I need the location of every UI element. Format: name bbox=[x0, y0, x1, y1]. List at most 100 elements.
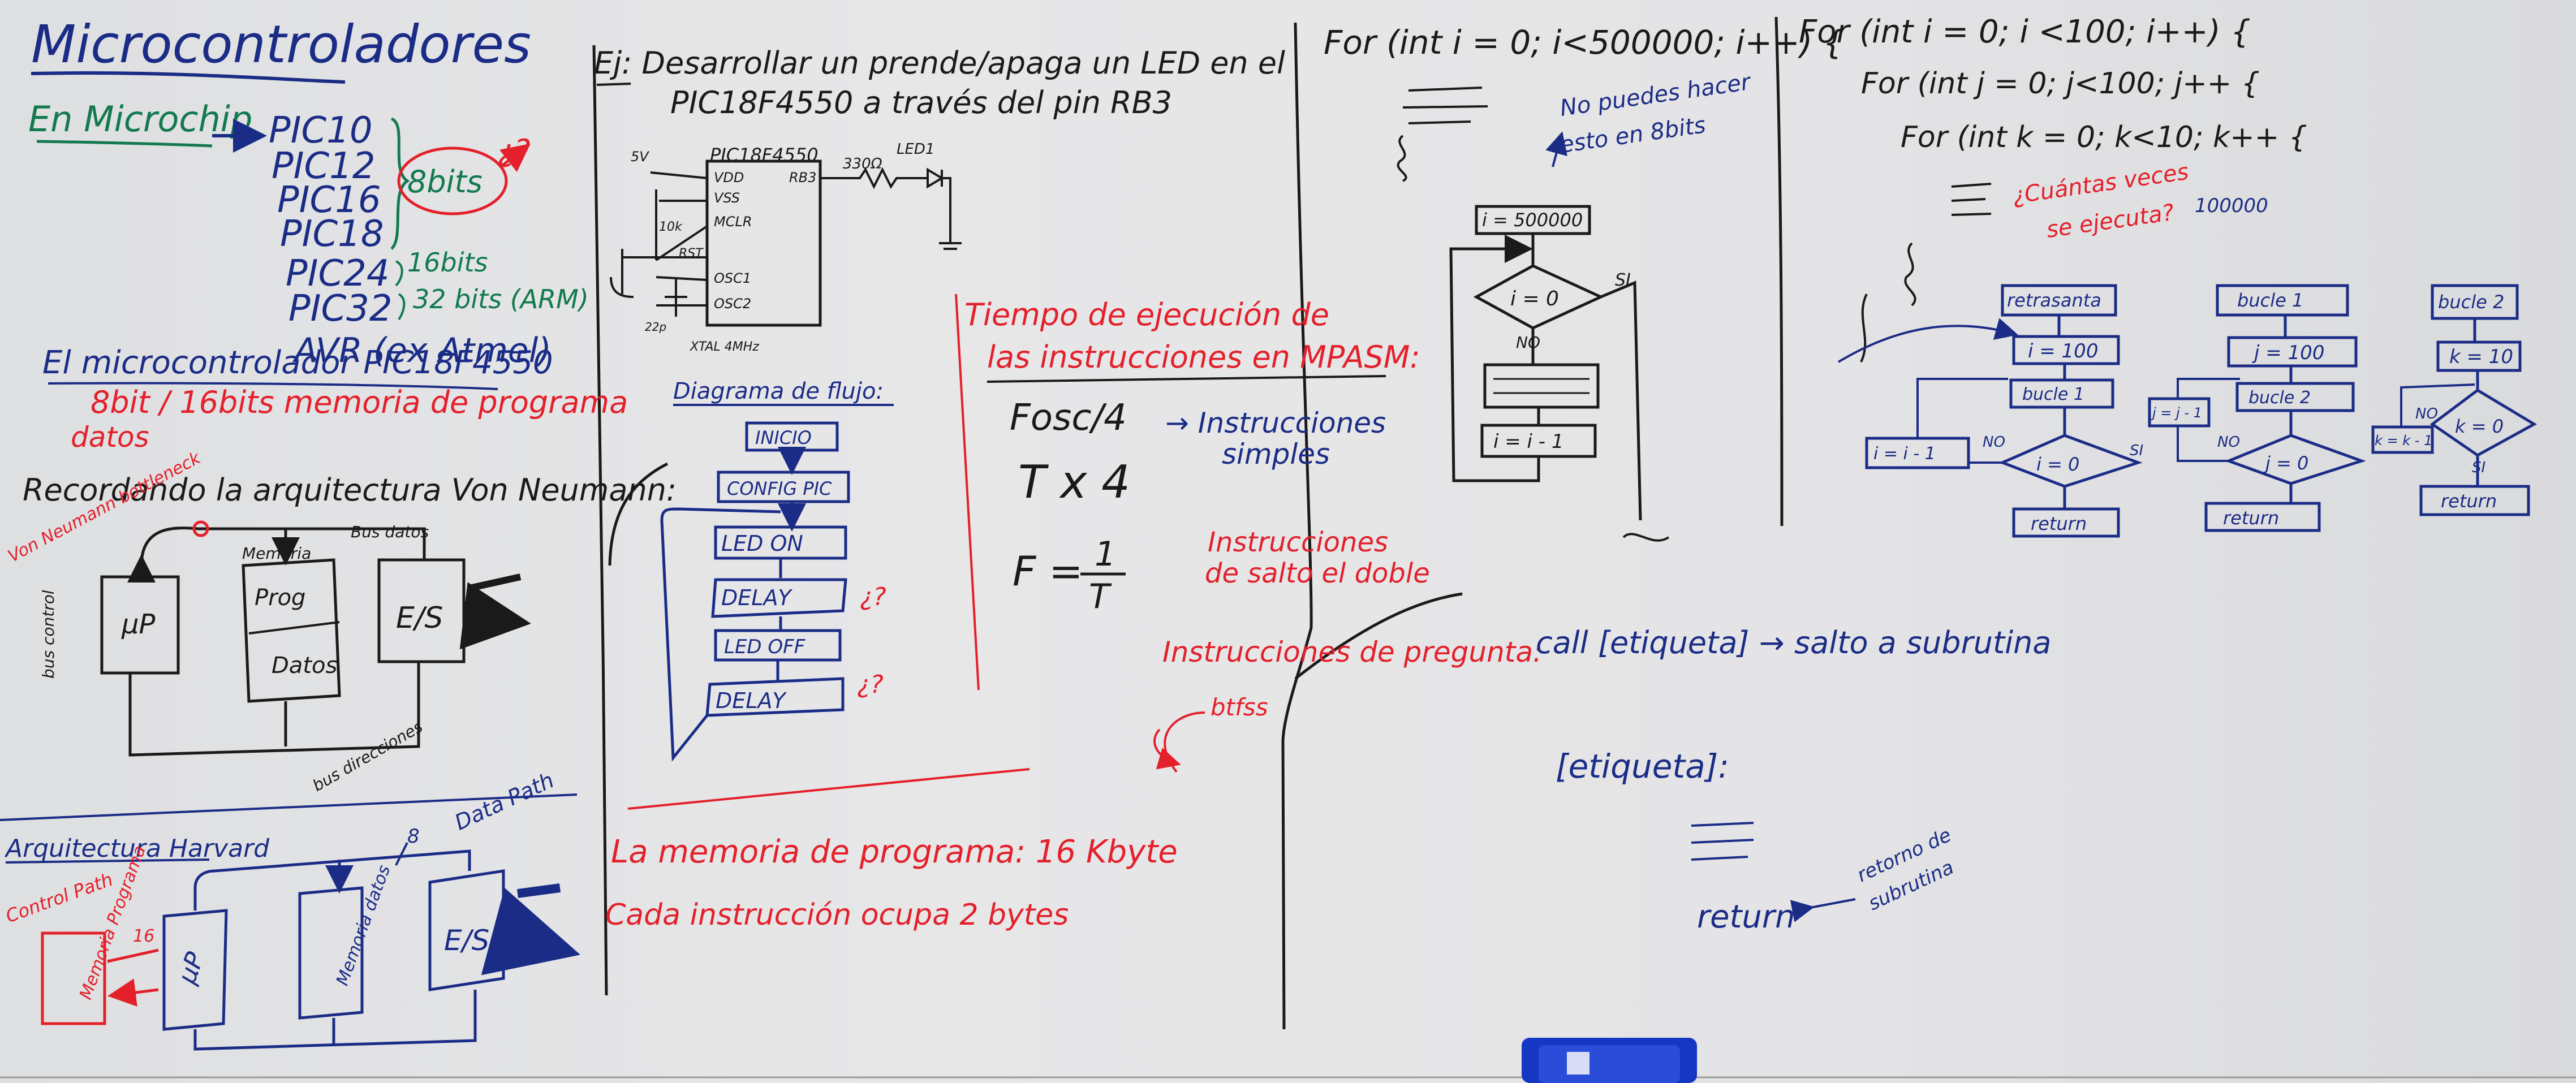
svg-text:NO: NO bbox=[2415, 405, 2438, 422]
memoria-label: Memoria bbox=[242, 544, 311, 563]
von-neumann-section: Recordando la arquitectura Von Neumann: … bbox=[5, 448, 677, 795]
pic-item: PIC12 bbox=[272, 145, 376, 187]
harvard-section: Arquitectura Harvard Control Path Memori… bbox=[0, 767, 577, 1051]
pic-item: PIC24 bbox=[286, 253, 390, 295]
svg-text:i = 100: i = 100 bbox=[2028, 340, 2098, 363]
pic-item: PIC16 bbox=[277, 179, 381, 221]
subroutine-section: call [etiqueta] → salto a subrutina [eti… bbox=[1536, 625, 2051, 935]
svg-text:INICIO: INICIO bbox=[755, 427, 812, 448]
btfss-label: btfss bbox=[1211, 693, 1268, 721]
etiqueta-label: [etiqueta]: bbox=[1556, 747, 1729, 786]
nested-line-3: For (int k = 0; k<10; k++ { bbox=[1901, 120, 2307, 154]
svg-text:330Ω: 330Ω bbox=[843, 156, 882, 172]
svg-text:j = 100: j = 100 bbox=[2252, 342, 2324, 364]
mem-prog-label: Memoria Programa bbox=[76, 843, 150, 1002]
pic-item: PIC10 bbox=[269, 110, 373, 152]
timing-title-1: Tiempo de ejecución de bbox=[964, 297, 1329, 333]
svg-text:NO: NO bbox=[1516, 333, 1540, 352]
loop1-section: For (int i = 0; i<500000; i++) { No pued… bbox=[1324, 23, 1844, 542]
svg-text:22p: 22p bbox=[645, 320, 666, 334]
mem-line-2: datos bbox=[71, 421, 149, 454]
svg-text:T: T bbox=[1089, 577, 1112, 616]
control-path-label: Control Path bbox=[3, 869, 115, 927]
nested-line-1: For (int i = 0; i <100; i++) { bbox=[1799, 14, 2251, 50]
svg-text:j = 0: j = 0 bbox=[2263, 452, 2308, 474]
svg-text:return: return bbox=[2441, 490, 2497, 512]
svg-text:j = j - 1: j = j - 1 bbox=[2151, 405, 2202, 421]
call-line: call [etiqueta] → salto a subrutina bbox=[1536, 625, 2051, 661]
svg-text:return: return bbox=[2031, 513, 2087, 534]
memory-note-1: La memoria de programa: 16 Kbyte bbox=[611, 834, 1178, 870]
salto-line-1: Instrucciones bbox=[1208, 527, 1388, 558]
svg-text:NO: NO bbox=[2217, 434, 2240, 451]
pic-item: PIC18 bbox=[280, 213, 384, 255]
svg-text:LED ON: LED ON bbox=[721, 531, 803, 556]
svg-text:k = k - 1: k = k - 1 bbox=[2375, 433, 2432, 448]
mem-datos-label: Memoria datos bbox=[333, 862, 394, 988]
loop1-code: For (int i = 0; i<500000; i++) { bbox=[1324, 23, 1844, 62]
led-example-section: Ej: Desarrollar un prende/apaga un LED e… bbox=[594, 45, 1285, 354]
svg-text:VDD: VDD bbox=[714, 170, 744, 185]
svg-text:XTAL 4MHz: XTAL 4MHz bbox=[690, 340, 759, 354]
svg-text:DELAY: DELAY bbox=[716, 688, 787, 713]
svg-text:LED OFF: LED OFF bbox=[724, 636, 805, 658]
pic-item: AVR (ex Atmel) bbox=[292, 331, 552, 370]
flow-title: Diagrama de flujo: bbox=[673, 378, 884, 404]
mem-line-1: 8bit / 16bits memoria de programa bbox=[91, 385, 628, 420]
svg-text:DELAY: DELAY bbox=[721, 585, 792, 610]
simple-instr-2: simples bbox=[1222, 438, 1330, 471]
svg-text:OSC2: OSC2 bbox=[714, 296, 751, 312]
prog-label: Prog bbox=[255, 585, 305, 611]
fosc-formula: Fosc/4 bbox=[1010, 397, 1127, 439]
question-line-2: se ejecuta? bbox=[2045, 200, 2176, 243]
tx4-formula: T x 4 bbox=[1018, 456, 1130, 508]
svg-text:VSS: VSS bbox=[714, 190, 740, 206]
svg-text:10k: 10k bbox=[659, 220, 683, 234]
maker-label: En Microchip bbox=[28, 98, 252, 140]
salto-line-2: de salto el doble bbox=[1205, 558, 1430, 589]
bits8-label: 8 bbox=[407, 825, 420, 848]
svg-text:5V: 5V bbox=[631, 149, 649, 165]
chip-label: PIC18F4550 bbox=[710, 144, 819, 166]
pic-item: PIC32 bbox=[288, 288, 393, 330]
es-label-harvard: E/S bbox=[444, 924, 489, 957]
svg-text:i = i - 1: i = i - 1 bbox=[1493, 430, 1564, 453]
svg-text:i = 0: i = 0 bbox=[1510, 287, 1559, 310]
timing-section: Tiempo de ejecución de las instrucciones… bbox=[955, 294, 1543, 772]
svg-text:retrasanta: retrasanta bbox=[2007, 290, 2101, 311]
nested-line-2: For (int j = 0; j<100; j++ { bbox=[1861, 67, 2260, 101]
bus-datos-label: Bus datos bbox=[351, 523, 429, 541]
flow-question-2: ¿? bbox=[857, 670, 884, 699]
svg-text:LED1: LED1 bbox=[897, 141, 934, 158]
svg-text:SI: SI bbox=[2130, 442, 2143, 459]
bus-control-label: bus control bbox=[39, 590, 58, 679]
flow-diagram: Diagrama de flujo: INICIO CONFIG PIC LED… bbox=[660, 378, 894, 762]
svg-text:k = 0: k = 0 bbox=[2455, 416, 2504, 437]
bits8-label: 8bits bbox=[407, 164, 483, 200]
timing-title-2: las instrucciones en MPASM: bbox=[987, 339, 1420, 375]
mc-line: El microcontrolador PIC18F4550 bbox=[42, 344, 553, 381]
svg-text:return: return bbox=[2223, 507, 2279, 529]
svg-text:bucle 2: bucle 2 bbox=[2248, 388, 2311, 408]
flow-question-1: ¿? bbox=[860, 583, 886, 611]
board-title: Microcontroladores bbox=[31, 14, 531, 75]
example-title-1: Ej: Desarrollar un prende/apaga un LED e… bbox=[594, 45, 1285, 81]
svg-text:MCLR: MCLR bbox=[714, 214, 752, 230]
datos-label: Datos bbox=[272, 653, 337, 679]
svg-text:k = 10: k = 10 bbox=[2449, 346, 2513, 368]
svg-text:1: 1 bbox=[1095, 534, 1116, 574]
count-label: 100000 bbox=[2195, 195, 2268, 217]
svg-text:CONFIG PIC: CONFIG PIC bbox=[727, 478, 832, 499]
pregunta-line: Instrucciones de pregunta: bbox=[1162, 636, 1543, 668]
svg-text:RST: RST bbox=[679, 247, 704, 261]
bits16-label: 16bits bbox=[407, 247, 488, 278]
svg-text:bucle 1: bucle 1 bbox=[2237, 290, 2303, 311]
svg-text:bucle 1: bucle 1 bbox=[2022, 385, 2084, 404]
harvard-title: Arquitectura Harvard bbox=[4, 834, 270, 863]
intro-section: Microcontroladores En Microchip PIC10 PI… bbox=[28, 14, 628, 454]
pic-chip bbox=[705, 159, 822, 327]
svg-text:i = i - 1: i = i - 1 bbox=[1873, 444, 1936, 464]
up-label: μP bbox=[121, 609, 156, 640]
svg-text:OSC1: OSC1 bbox=[714, 270, 751, 286]
